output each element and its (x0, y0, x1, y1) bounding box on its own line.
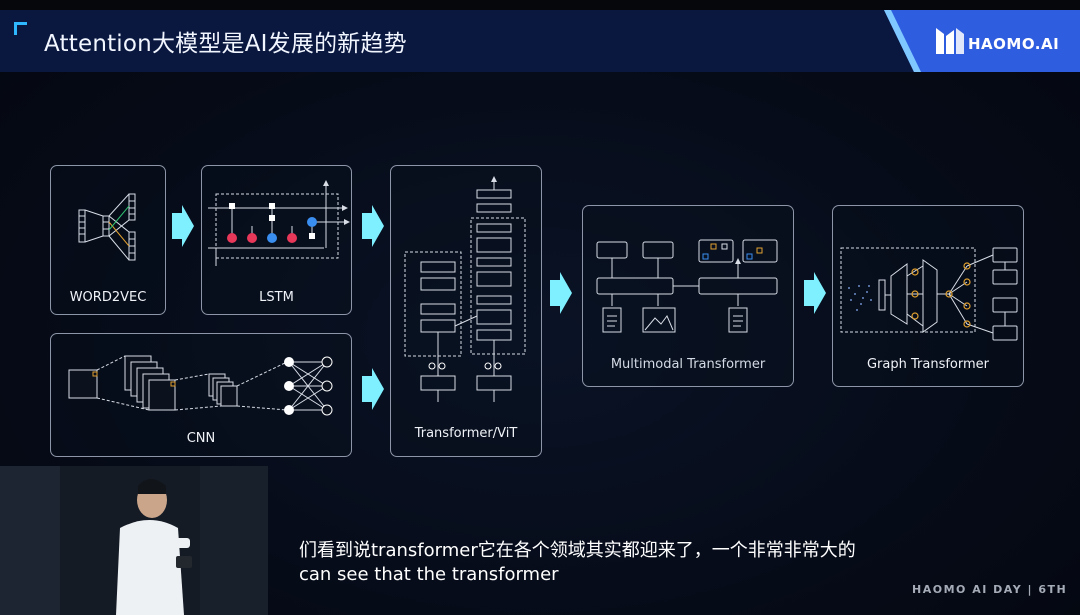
logo-text: HAOMO.AI (968, 35, 1060, 53)
arrow-right-icon (362, 368, 384, 410)
arrow-right-icon (172, 205, 194, 247)
lstm-diagram-icon (208, 180, 350, 266)
word2vec-label: WORD2VEC (69, 290, 147, 305)
arrow-right-icon (362, 205, 384, 247)
graph-transformer-label: Graph Transformer (866, 357, 989, 372)
transformer-label: Transformer/ViT (414, 426, 518, 441)
graph-transformer-diagram-icon (840, 247, 1018, 341)
multimodal-panel: Multimodal Transformer (582, 205, 794, 387)
word2vec-diagram-icon (78, 193, 136, 261)
lstm-label: LSTM (259, 290, 294, 305)
cnn-label: CNN (186, 431, 216, 446)
slide-title: Attention大模型是AI发展的新趋势 (44, 31, 407, 57)
top-strip (0, 0, 1080, 10)
presenter-silhouette-icon (0, 466, 268, 615)
transformer-diagram-icon (404, 176, 526, 402)
subtitle-chinese: 们看到说transformer它在各个领域其实都迎来了，一个非常非常大的 (299, 540, 856, 561)
speaker-video-inset (0, 466, 268, 615)
event-tag: HAOMO AI DAY | 6TH (912, 583, 1068, 596)
slide-header: Attention大模型是AI发展的新趋势 HAOMO.AI (0, 0, 1080, 72)
arrow-right-icon (550, 272, 572, 314)
arrow-right-icon (804, 272, 826, 314)
cnn-panel: CNN (50, 333, 352, 457)
cnn-diagram-icon (68, 355, 333, 416)
haomo-logo-icon (936, 28, 964, 54)
word2vec-panel: WORD2VEC (50, 165, 166, 315)
multimodal-label: Multimodal Transformer (610, 357, 766, 372)
logo-panel (884, 10, 1080, 72)
transformer-panel: Transformer/ViT (390, 165, 542, 457)
graph-transformer-panel: Graph Transformer (832, 205, 1024, 387)
lstm-panel: LSTM (201, 165, 352, 315)
subtitle-english: can see that the transformer (299, 564, 559, 585)
corner-mark-icon (14, 22, 27, 35)
multimodal-diagram-icon (596, 239, 778, 333)
